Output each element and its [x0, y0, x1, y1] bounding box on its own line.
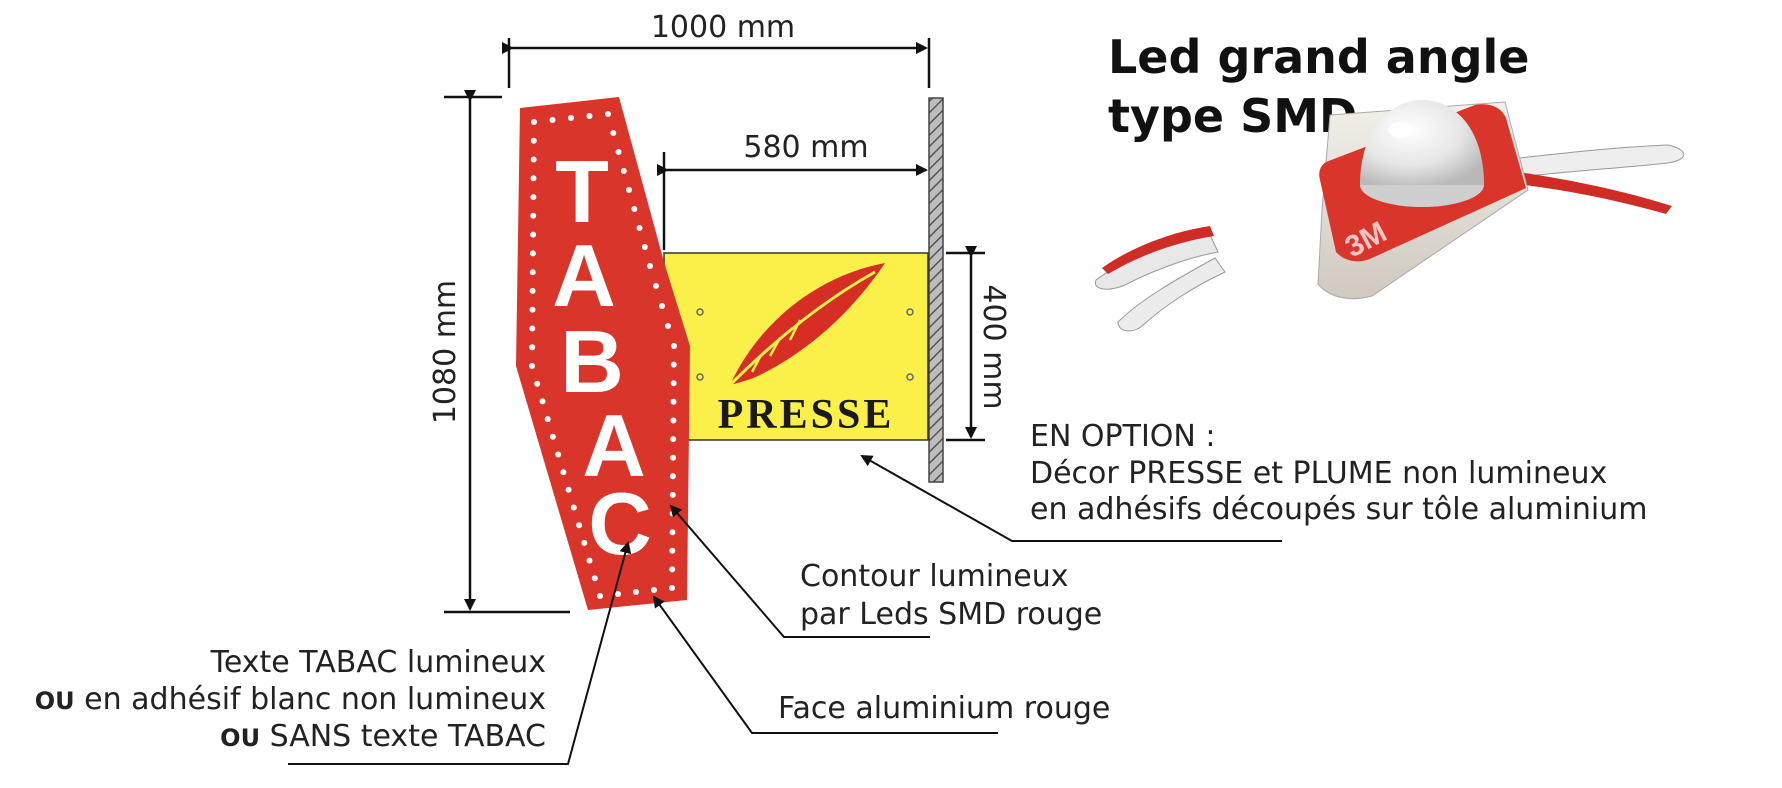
led-dot — [529, 344, 536, 351]
led-dot — [669, 547, 676, 554]
led-dot — [529, 306, 536, 313]
led-dot — [549, 433, 556, 440]
panel-screw — [906, 308, 914, 316]
texte-line-2: OU en adhésif blanc non lumineux — [35, 682, 546, 717]
led-dot — [641, 244, 648, 250]
panel-screw — [696, 308, 704, 316]
led-dot — [626, 187, 632, 193]
led-dot — [671, 343, 677, 349]
led-dot — [530, 212, 537, 219]
tabac-letter-a: A — [552, 226, 616, 325]
led-dot — [605, 111, 611, 117]
led-dot — [651, 587, 657, 593]
led-dot — [529, 269, 536, 276]
led-dot — [647, 263, 653, 269]
led-dot — [669, 566, 676, 573]
led-dot — [670, 398, 677, 405]
led-dot — [659, 303, 665, 309]
tabac-letter-a2: A — [582, 396, 646, 495]
led-title-line-2: type SMD — [1108, 89, 1357, 143]
led-dot — [669, 491, 676, 498]
led-dot — [615, 149, 622, 155]
led-dot — [670, 380, 677, 387]
led-dot — [581, 539, 588, 546]
tabac-sign-face — [516, 97, 690, 610]
dim-height-label: 1080 mm — [428, 280, 463, 424]
texte-line-3: OU SANS texte TABAC — [220, 719, 546, 754]
led-title-line-1: Led grand angle — [1108, 30, 1529, 84]
led-dot — [586, 557, 593, 564]
led-dot — [531, 119, 537, 125]
option-line-2: Décor PRESSE et PLUME non lumineux — [1030, 456, 1607, 491]
texte-line-2-text: en adhésif blanc non lumineux — [75, 682, 546, 717]
dim-arm-label: 580 mm — [743, 130, 868, 165]
led-dot — [669, 473, 676, 480]
dim-total-width-label: 1000 mm — [651, 10, 795, 45]
led-dot — [530, 156, 537, 163]
panel-screw — [696, 373, 704, 381]
led-contour — [529, 111, 677, 599]
led-dot — [615, 591, 621, 597]
contour-line-1: Contour lumineux — [800, 559, 1068, 594]
led-dot — [555, 451, 562, 458]
led-dot — [670, 454, 677, 461]
led-dot — [633, 589, 639, 595]
led-dot — [636, 225, 643, 231]
led-dot — [530, 231, 537, 238]
led-dot — [529, 363, 535, 369]
ou-label: OU — [35, 687, 75, 715]
led-dot — [529, 287, 536, 294]
ou-label: OU — [220, 724, 260, 752]
tabac-letter-t: T — [555, 142, 609, 241]
led-dot — [597, 593, 603, 599]
led-dot — [565, 486, 572, 493]
tabac-letter-c: C — [588, 474, 652, 573]
led-dot — [670, 436, 677, 443]
led-dot — [539, 398, 546, 405]
leader-face — [652, 595, 998, 734]
led-dot — [530, 194, 537, 201]
led-dot — [586, 113, 593, 119]
dim-panel-label: 400 mm — [976, 284, 1011, 409]
panel-screw — [906, 373, 914, 381]
led-dot — [530, 137, 537, 144]
option-line-1: EN OPTION : — [1030, 419, 1216, 454]
led-dot — [568, 115, 574, 121]
led-dot — [530, 175, 537, 182]
led-dot — [549, 117, 556, 123]
texte-line-1: Texte TABAC lumineux — [210, 645, 546, 680]
feather-icon — [728, 263, 885, 387]
option-line-3: en adhésifs découpés sur tôle aluminium — [1030, 492, 1647, 527]
led-dot — [670, 417, 677, 424]
leader-contour — [669, 504, 930, 638]
presse-label: PRESSE — [718, 392, 895, 438]
led-dot — [669, 529, 676, 536]
led-dot — [529, 325, 536, 332]
led-dot — [670, 361, 677, 368]
led-module-image: 3M — [1094, 100, 1685, 332]
leader-option — [860, 455, 1282, 542]
led-dot — [529, 250, 536, 257]
tabac-letter-b: B — [560, 312, 624, 411]
led-dot — [570, 504, 577, 511]
texte-line-3-text: SANS texte TABAC — [260, 719, 546, 754]
led-dot — [544, 416, 551, 423]
leader-texte — [288, 541, 632, 765]
led-dot — [591, 575, 598, 582]
led-dot — [560, 469, 567, 476]
led-dot — [665, 323, 671, 329]
led-dot — [534, 380, 541, 387]
led-dot — [620, 168, 627, 174]
led-dot — [669, 585, 675, 591]
led-dot — [631, 206, 638, 212]
led-dot — [576, 522, 583, 529]
wall — [928, 97, 944, 483]
contour-line-2: par Leds SMD rouge — [800, 597, 1102, 632]
face-label: Face aluminium rouge — [778, 691, 1110, 726]
led-dot — [653, 283, 659, 289]
led-dot — [610, 130, 617, 136]
